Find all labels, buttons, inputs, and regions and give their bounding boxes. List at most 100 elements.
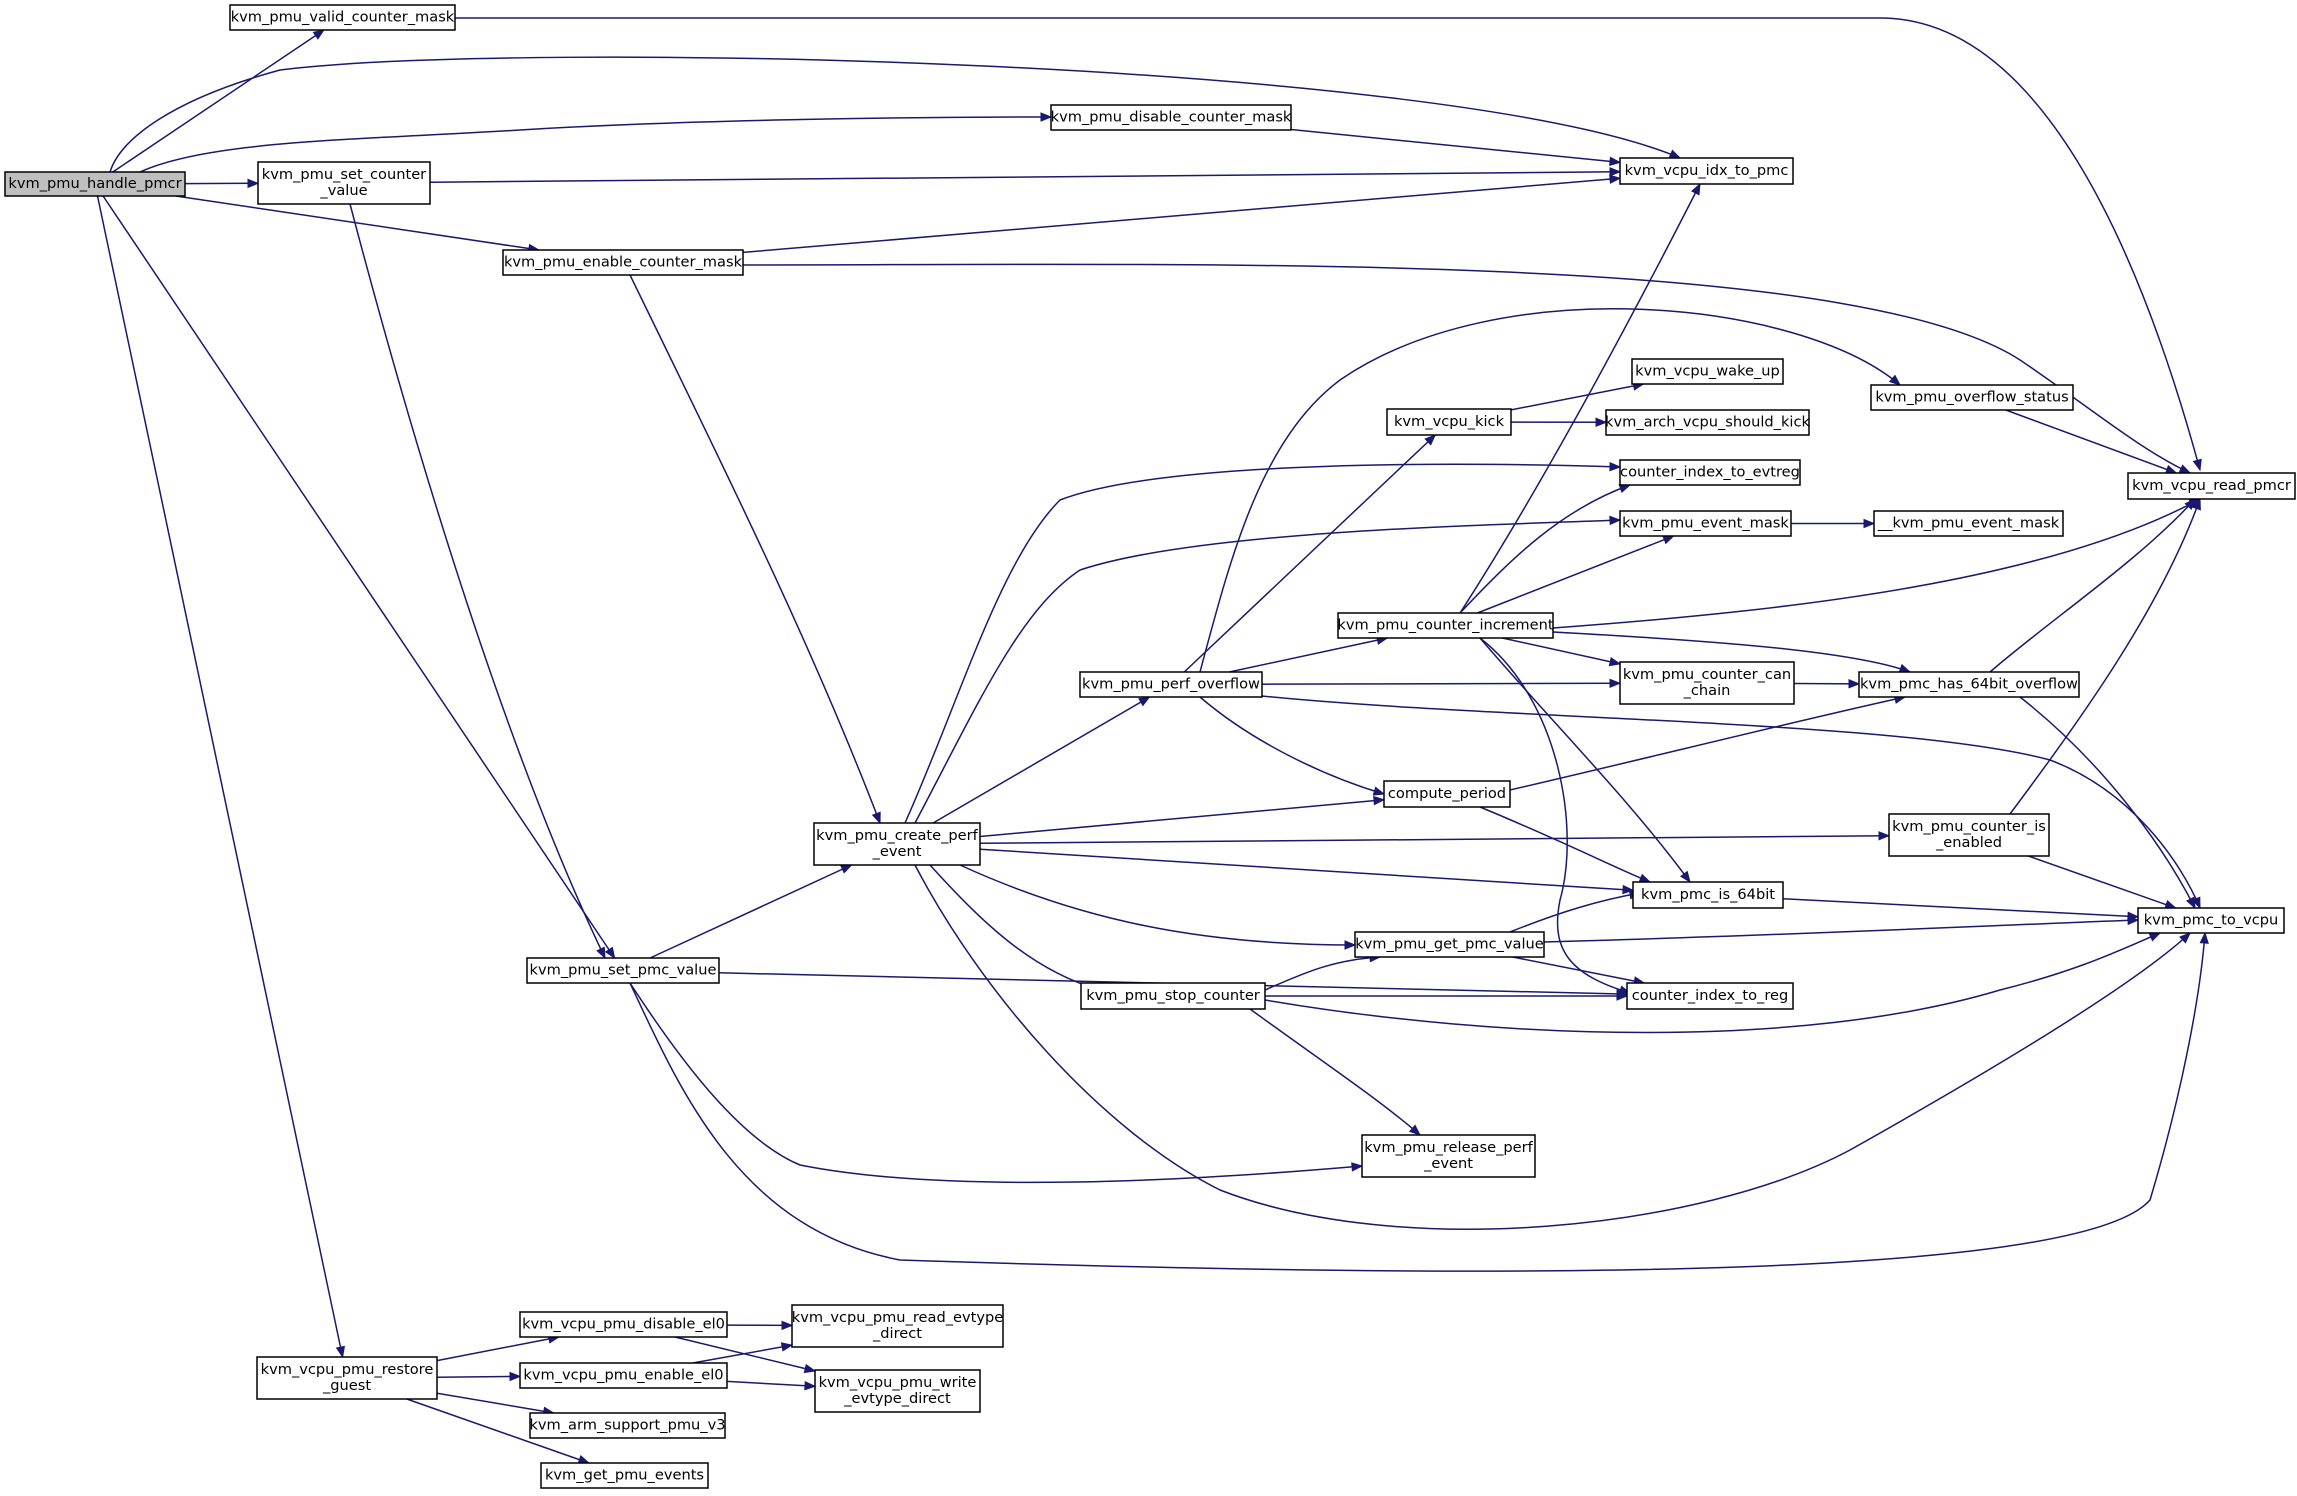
edge-line [2019,696,2196,909]
node-label: compute_period [1388,785,1506,802]
node-disable-el0[interactable]: kvm_vcpu_pmu_disable_el0 [519,1311,728,1338]
node-label: kvm_pmu_get_pmc_value [1355,936,1544,953]
node-label: _evtype_direct [843,1390,951,1407]
node-label: kvm_pmu_set_counter [262,166,426,183]
edge-counter_increment-to-pmu_event_mask [1477,535,1675,614]
arrowhead [2179,932,2191,944]
arrowhead [2178,464,2192,474]
node-enable-el0[interactable]: kvm_vcpu_pmu_enable_el0 [519,1362,728,1389]
node---pmu-event-mask[interactable]: __kvm_pmu_event_mask [1873,510,2064,537]
edge-line [2028,855,2176,909]
node-restore-guest[interactable]: kvm_vcpu_pmu_restore_guest [256,1356,438,1400]
edge-counter_can_chain-to-has_64bit_overflow [1793,679,1861,689]
node-arch-vcpu-should-kick[interactable]: kvm_arch_vcpu_should_kick [1605,409,1810,436]
edge-line [96,195,344,1358]
node-pmu-event-mask[interactable]: kvm_pmu_event_mask [1619,510,1792,537]
arrowhead [803,1363,817,1374]
node-read-evtype-direct[interactable]: kvm_vcpu_pmu_read_evtype_direct [791,1304,1004,1348]
node-handle-pmcr[interactable]: kvm_pmu_handle_pmcr [4,171,186,197]
arrowhead [247,178,260,189]
node-label: kvm_vcpu_pmu_enable_el0 [523,1367,723,1384]
node-arm-support-pmu-v3[interactable]: kvm_arm_support_pmu_v3 [529,1412,726,1439]
arrowhead [596,946,606,960]
node-label: kvm_pmu_enable_counter_mask [504,254,743,271]
node-release-perf-event[interactable]: kvm_pmu_release_perf_event [1361,1134,1536,1178]
edge-set_pmc_value-to-pmc_to_vcpu [629,931,2209,1272]
node-vcpu-kick[interactable]: kvm_vcpu_kick [1386,408,1512,436]
edge-overflow_status-to-read_pmcr [2005,409,2178,474]
arrowhead [2148,932,2162,942]
node-label: kvm_vcpu_pmu_read_evtype [792,1309,1003,1326]
edge-line [742,263,2191,474]
edge-restore_guest-to-disable_el0 [436,1334,561,1362]
arrowhead [1863,518,1876,529]
node-stop-counter[interactable]: kvm_pmu_stop_counter [1080,982,1266,1010]
node-label: kvm_get_pmu_events [545,1467,704,1484]
arrowhead [1351,1162,1364,1172]
node-valid-counter-mask[interactable]: kvm_pmu_valid_counter_mask [229,4,456,31]
edge-line [914,864,2191,1230]
arrowhead [1609,174,1622,184]
edge-line [429,171,1621,183]
node-get-pmc-value[interactable]: kvm_pmu_get_pmc_value [1354,931,1545,958]
node-overflow-status[interactable]: kvm_pmu_overflow_status [1870,384,2074,411]
node-box [257,161,431,205]
edge-restore_guest-to-enable_el0 [436,1371,522,1382]
node-pmc-to-vcpu[interactable]: kvm_pmc_to_vcpu [2137,907,2285,934]
node-box [1873,510,2064,537]
edge-handle_pmcr-to-disable_counter_mask [139,112,1053,173]
edge-handle_pmcr-to-restore_guest [96,195,346,1359]
node-box [1619,661,1795,705]
node-set-counter-value[interactable]: kvm_pmu_set_counter_value [257,161,431,205]
node-set-pmc-value[interactable]: kvm_pmu_set_pmc_value [526,957,720,984]
node-disable-counter-mask[interactable]: kvm_pmu_disable_counter_mask [1050,104,1292,131]
arrowhead [1638,873,1652,883]
node-label: kvm_vcpu_read_pmcr [2132,477,2291,494]
edge-line [1183,434,1436,673]
node-label: kvm_pmu_overflow_status [1875,389,2068,406]
node-pmc-is-64bit[interactable]: kvm_pmc_is_64bit [1632,881,1784,909]
node-box [1870,384,2074,411]
node-compute-period[interactable]: compute_period [1383,780,1511,808]
node-label: kvm_vcpu_pmu_restore [261,1361,434,1378]
node-counter-index-to-evtreg[interactable]: counter_index_to_evtreg [1619,459,1801,486]
edge-handle_pmcr-to-idx_to_pmc [109,56,1682,173]
node-perf-overflow[interactable]: kvm_pmu_perf_overflow [1079,671,1263,698]
node-box [1383,780,1511,808]
node-counter-increment[interactable]: kvm_pmu_counter_increment [1337,612,1554,639]
arrowhead [1372,786,1386,796]
edge-line [455,17,2201,471]
node-has-64bit-overflow[interactable]: kvm_pmc_has_64bit_overflow [1858,671,2080,698]
node-counter-is-enabled[interactable]: kvm_pmu_counter_is_enabled [1888,813,2050,857]
node-enable-counter-mask[interactable]: kvm_pmu_enable_counter_mask [502,249,744,276]
node-idx-to-pmc[interactable]: kvm_vcpu_idx_to_pmc [1619,157,1794,185]
edge-line [2005,409,2177,474]
node-box [1605,409,1810,436]
node-get-pmu-events[interactable]: kvm_get_pmu_events [540,1462,709,1489]
edge-line [929,864,1101,991]
edge-line [1261,695,2201,909]
node-label: kvm_pmc_to_vcpu [2144,912,2279,929]
node-label: kvm_vcpu_pmu_disable_el0 [522,1316,725,1333]
node-box [2137,907,2285,934]
node-box [1080,982,1266,1010]
arrowhead [1898,663,1912,673]
node-label: counter_index_to_evtreg [1620,464,1800,481]
node-read-pmcr[interactable]: kvm_vcpu_read_pmcr [2127,472,2296,500]
node-counter-index-to-reg[interactable]: counter_index_to_reg [1626,982,1794,1010]
node-label: _enabled [1935,834,2002,851]
node-write-evtype-direct[interactable]: kvm_vcpu_pmu_write_evtype_direct [814,1369,981,1413]
arrowhead [1662,535,1675,545]
node-counter-can-chain[interactable]: kvm_pmu_counter_can_chain [1619,661,1795,705]
edge-line [1477,535,1674,614]
node-create-perf-event[interactable]: kvm_pmu_create_perf_event [813,822,981,866]
node-box [229,4,456,31]
node-vcpu-wake-up[interactable]: kvm_vcpu_wake_up [1631,358,1784,385]
arrowhead [840,864,853,874]
edge-vcpu_kick-to-arch_vcpu_should_kick [1510,417,1608,428]
arrowhead [1608,656,1622,667]
edge-stop_counter-to-counter_index_to_reg [1265,991,1629,1001]
node-label: kvm_pmu_counter_increment [1337,617,1554,634]
edge-line [349,203,606,959]
node-label: kvm_vcpu_kick [1394,413,1505,430]
